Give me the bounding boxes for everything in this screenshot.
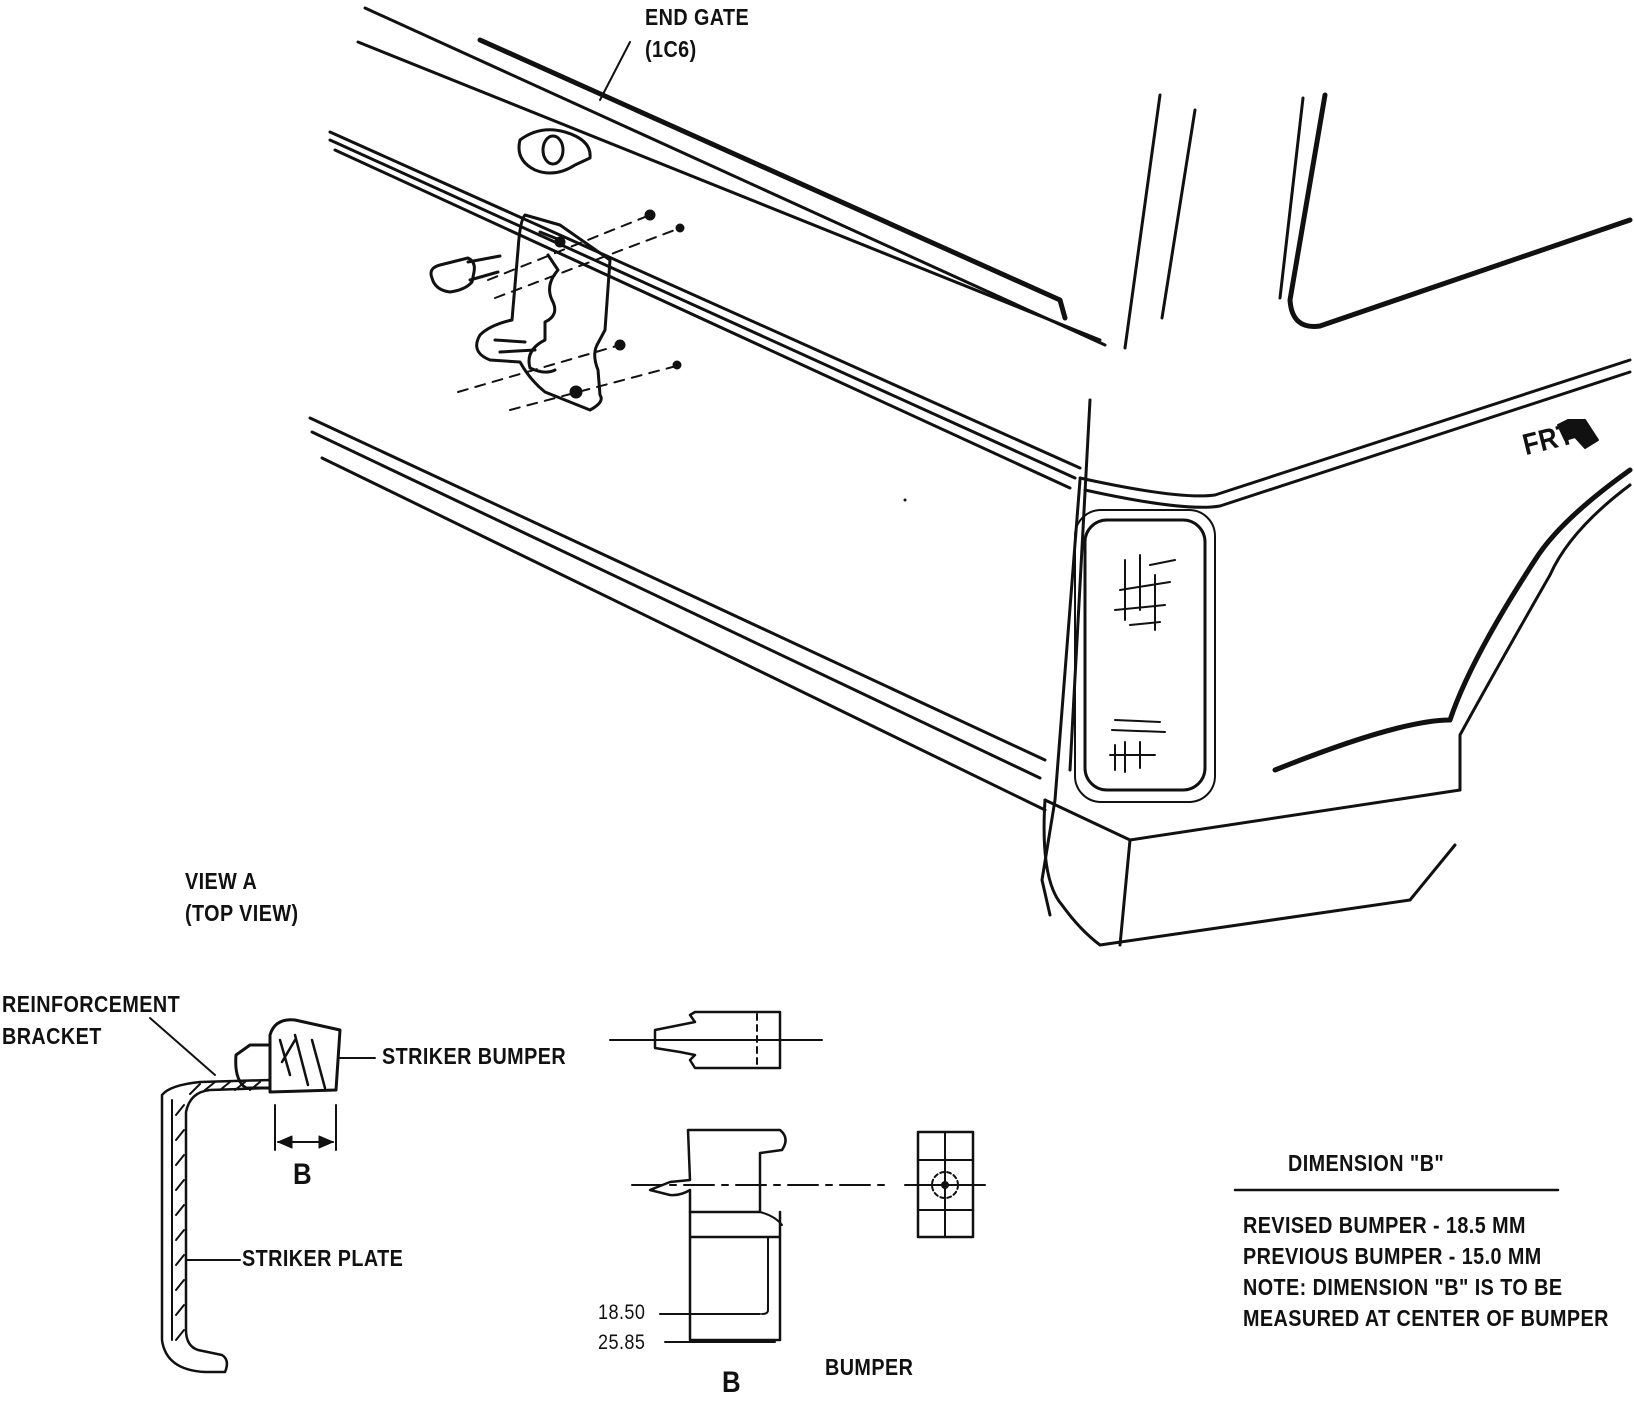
striker-bumper-label: STRIKER BUMPER: [382, 1043, 567, 1069]
bumper-detail: [609, 1010, 986, 1343]
striker-assembly: [429, 128, 685, 412]
bumper-label: BUMPER: [825, 1354, 914, 1380]
dimension-table-row: NOTE: DIMENSION "B" IS TO BE: [1243, 1274, 1563, 1300]
top-view-label: (TOP VIEW): [185, 900, 299, 926]
dimension-1850-label: 18.50: [598, 1301, 646, 1324]
dimension-2585-label: 25.85: [598, 1331, 646, 1354]
dimension-table-row: REVISED BUMPER - 18.5 MM: [1243, 1212, 1526, 1238]
end-gate-label: END GATE: [645, 4, 750, 30]
view-a-section: [149, 1017, 376, 1374]
vehicle-body: [308, 6, 1633, 947]
dimension-table-row: MEASURED AT CENTER OF BUMPER: [1243, 1305, 1609, 1331]
section-b-label: B: [722, 1366, 742, 1399]
striker-plate-label: STRIKER PLATE: [242, 1245, 404, 1271]
end-gate-leader: [599, 41, 631, 101]
front-arrow-icon: [1557, 419, 1599, 449]
view-a-label: VIEW A: [185, 868, 258, 894]
reinforcement-label: REINFORCEMENT: [2, 991, 181, 1017]
dimension-table-row: PREVIOUS BUMPER - 15.0 MM: [1243, 1243, 1542, 1269]
end-gate-code-label: (1C6): [645, 36, 697, 62]
dimension-b-label: B: [293, 1158, 313, 1191]
bracket-label: BRACKET: [2, 1023, 102, 1049]
dimension-table-title: DIMENSION "B": [1288, 1150, 1445, 1176]
